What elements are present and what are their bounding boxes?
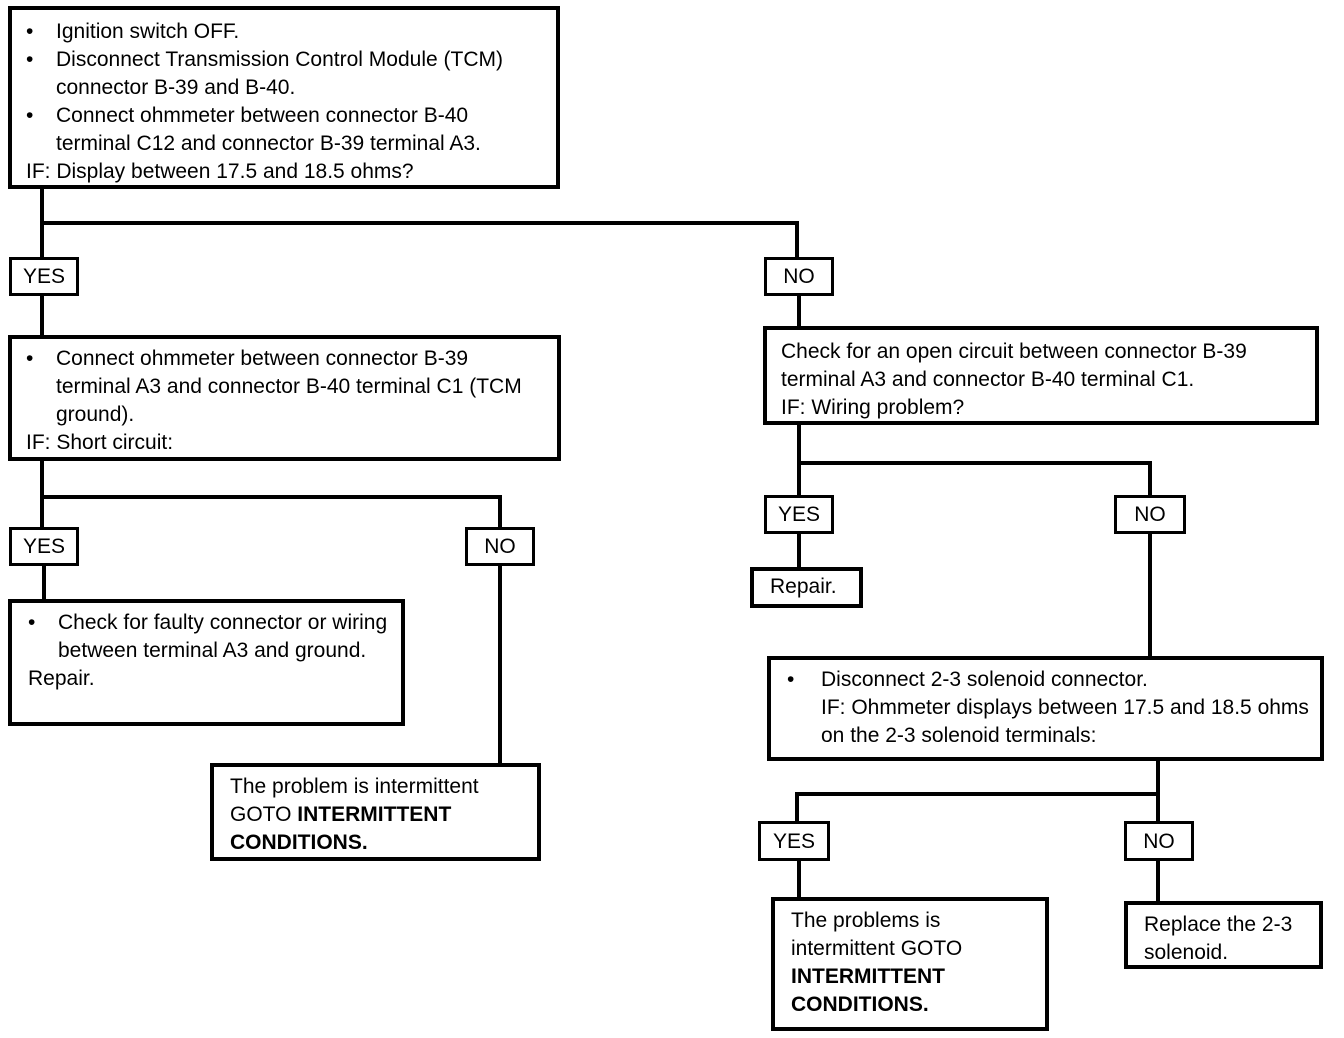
- faulty-connector-bullet: Check for faulty connector or wiring bet…: [58, 611, 388, 662]
- solenoid-check-box: • Disconnect 2-3 solenoid connector. IF:…: [767, 656, 1324, 761]
- connector-open-check-branch: [797, 424, 1152, 496]
- open-check-if-condition: IF: Wiring problem?: [781, 396, 965, 419]
- start-bullet-2: Disconnect Transmission Control Module (…: [56, 48, 503, 99]
- connector-start-branch: [40, 188, 799, 258]
- yes-label-start: YES: [9, 257, 79, 296]
- no-label-solenoid: NO: [1124, 821, 1194, 861]
- connector-solenoid-branch: [795, 760, 1160, 822]
- start-bullet-row: • Disconnect Transmission Control Module…: [26, 46, 546, 102]
- yes-label-solenoid: YES: [758, 821, 830, 861]
- start-if-condition: IF: Display between 17.5 and 18.5 ohms?: [26, 160, 414, 183]
- faulty-connector-box: • Check for faulty connector or wiring b…: [8, 599, 405, 726]
- start-bullet-row: • Ignition switch OFF.: [26, 18, 546, 46]
- no-label-open: NO: [1114, 495, 1186, 534]
- bullet-mark: •: [26, 20, 34, 43]
- intermittent-right-goto: INTERMITTENT CONDITIONS.: [791, 965, 945, 1016]
- bullet-mark: •: [26, 48, 34, 71]
- faulty-connector-bullet-row: • Check for faulty connector or wiring b…: [28, 609, 391, 665]
- start-bullet-1: Ignition switch OFF.: [56, 20, 240, 43]
- bullet-mark: •: [787, 668, 795, 691]
- repair-box: Repair.: [750, 567, 863, 608]
- short-check-box: • Connect ohmmeter between connector B-3…: [8, 335, 561, 461]
- intermittent-left-goto: INTERMITTENT CONDITIONS.: [230, 803, 452, 854]
- start-bullet-3: Connect ohmmeter between connector B-40 …: [56, 104, 481, 155]
- solenoid-check-if-condition: IF: Ohmmeter displays between 17.5 and 1…: [821, 696, 1309, 747]
- no-label-short: NO: [465, 527, 535, 566]
- short-check-bullet: Connect ohmmeter between connector B-39 …: [56, 347, 522, 426]
- short-check-bullet-row: • Connect ohmmeter between connector B-3…: [26, 345, 547, 429]
- solenoid-check-bullet-row: • Disconnect 2-3 solenoid connector.: [787, 666, 1310, 694]
- start-bullet-row: • Connect ohmmeter between connector B-4…: [26, 102, 546, 158]
- start-step-box: • Ignition switch OFF. • Disconnect Tran…: [8, 6, 560, 189]
- short-check-if-condition: IF: Short circuit:: [26, 431, 174, 454]
- intermittent-right-text: The problems is intermittent GOTO: [791, 909, 963, 960]
- yes-label-open: YES: [764, 495, 834, 534]
- intermittent-left-box: The problem is intermittent GOTO INTERMI…: [210, 763, 541, 861]
- open-check-text: Check for an open circuit between connec…: [781, 340, 1247, 391]
- solenoid-check-bullet: Disconnect 2-3 solenoid connector.: [821, 668, 1148, 691]
- bullet-mark: •: [26, 347, 34, 370]
- no-label-start: NO: [764, 257, 834, 296]
- open-check-box: Check for an open circuit between connec…: [763, 326, 1319, 425]
- yes-label-short: YES: [9, 527, 79, 566]
- intermittent-left-text: The problem is intermittent GOTO: [230, 775, 479, 826]
- connector-short-check-branch: [40, 460, 502, 527]
- bullet-mark: •: [28, 611, 36, 634]
- bullet-mark: •: [26, 104, 34, 127]
- replace-solenoid-box: Replace the 2-3 solenoid.: [1124, 901, 1323, 969]
- faulty-connector-action: Repair.: [28, 667, 95, 690]
- intermittent-right-box: The problems is intermittent GOTO INTERM…: [771, 897, 1049, 1031]
